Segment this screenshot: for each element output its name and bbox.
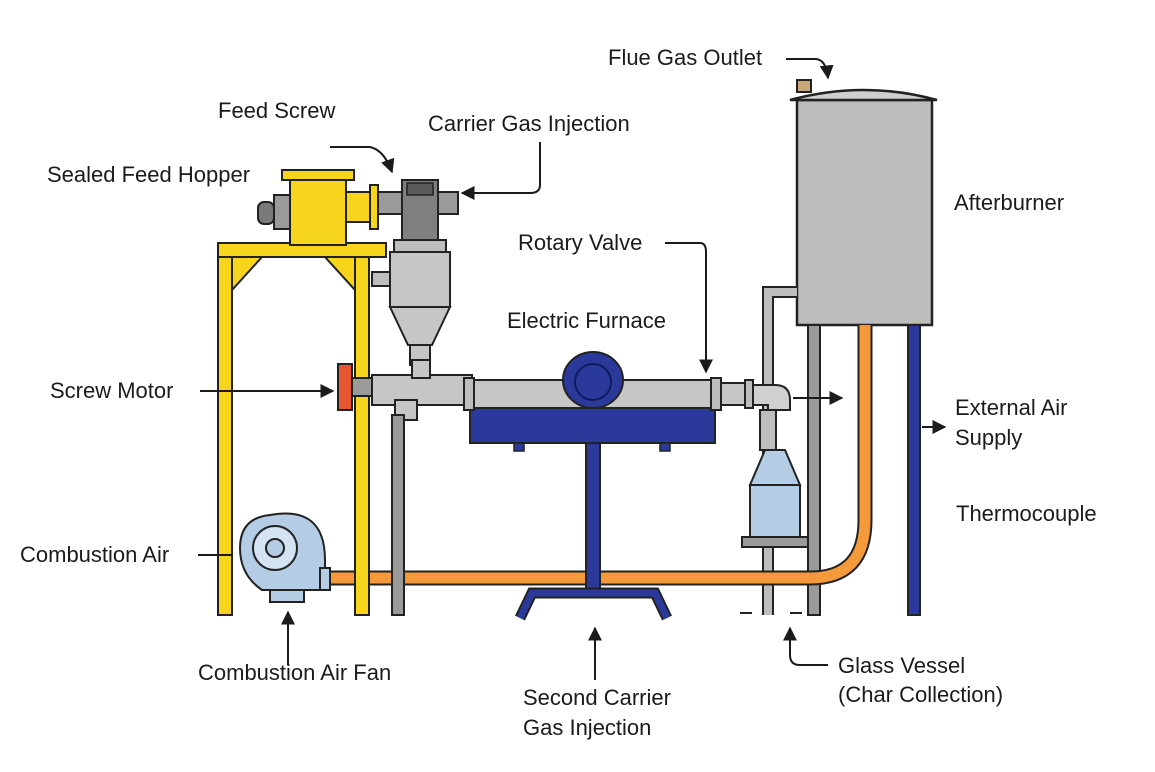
label-external-air-supply-1: External Air <box>955 395 1068 420</box>
support-frame <box>217 242 387 616</box>
label-combustion-air-fan: Combustion Air Fan <box>198 660 391 685</box>
afterburner <box>789 79 938 616</box>
label-electric-furnace: Electric Furnace <box>507 308 666 333</box>
label-combustion-air: Combustion Air <box>20 542 169 567</box>
screw-motor <box>337 363 353 411</box>
label-rotary-valve: Rotary Valve <box>518 230 642 255</box>
flue-gas-outlet-nozzle <box>796 79 812 93</box>
label-thermocouple: Thermocouple <box>956 501 1097 526</box>
combustion-air-fan <box>238 512 331 603</box>
rotary-valve-leader <box>665 242 713 374</box>
carrier-gas-injection-leader <box>460 142 541 200</box>
label-afterburner: Afterburner <box>954 190 1064 215</box>
furnace-stand-outline <box>515 587 672 621</box>
cyclone <box>371 251 452 366</box>
afterburner-dome <box>789 88 938 102</box>
screw-motor-coupling <box>351 377 373 397</box>
glass-vessel <box>741 409 809 548</box>
feed-screw-leader <box>330 146 395 174</box>
label-sealed-feed-hopper: Sealed Feed Hopper <box>47 162 250 187</box>
label-flue-gas-outlet: Flue Gas Outlet <box>608 45 762 70</box>
furnace-heater <box>562 351 624 409</box>
feed-screw-unit <box>377 179 459 253</box>
label-carrier-gas-injection: Carrier Gas Injection <box>428 111 630 136</box>
label-second-carrier-2: Gas Injection <box>523 715 651 740</box>
outlet-elbow <box>720 379 791 411</box>
afterburner-leg-blue <box>907 324 921 616</box>
label-glass-vessel-1: Glass Vessel <box>838 653 965 678</box>
combustion-air-line <box>325 325 871 584</box>
label-glass-vessel-2: (Char Collection) <box>838 682 1003 707</box>
glass-vessel-leader <box>783 626 828 666</box>
feed-pipe-support-leg <box>391 414 405 616</box>
label-external-air-supply-2: Supply <box>955 425 1022 450</box>
flue-gas-outlet-leader <box>786 58 834 80</box>
label-second-carrier-1: Second Carrier <box>523 685 671 710</box>
feed-pipe <box>371 359 473 616</box>
label-screw-motor: Screw Motor <box>50 378 173 403</box>
electric-furnace <box>463 351 722 621</box>
sealed-feed-hopper <box>257 169 379 246</box>
furnace-stand <box>516 589 671 620</box>
label-feed-screw: Feed Screw <box>218 98 335 123</box>
